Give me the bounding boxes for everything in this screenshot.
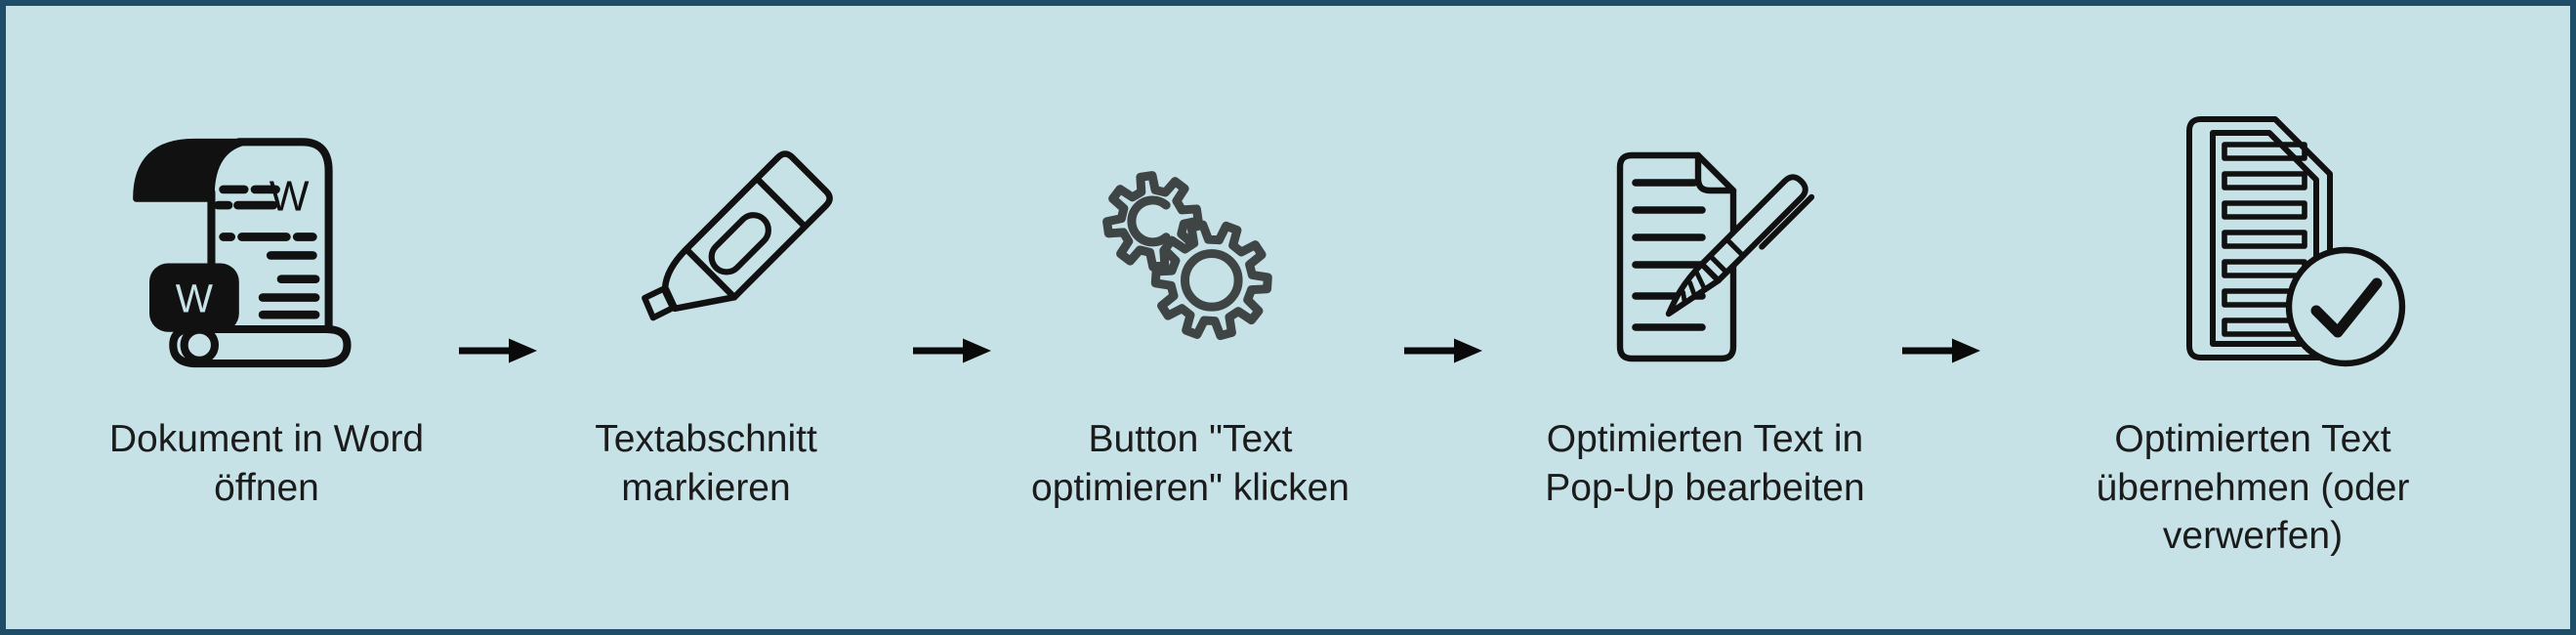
document-text-lines	[1632, 179, 1706, 331]
pen	[1665, 174, 1815, 318]
step-3-label: Button "Text optimieren" klicken	[1031, 418, 1350, 509]
step-1-label: Dokument in Word öffnen	[108, 418, 425, 509]
word-document-icon: W W	[133, 138, 352, 368]
document-text-bars	[2222, 142, 2307, 337]
step-2-label: Textabschnitt markieren	[595, 418, 817, 509]
word-letter-on-badge: W	[176, 275, 214, 320]
highlighter-icon	[642, 150, 833, 321]
scroll-top-curl	[133, 138, 248, 202]
step-4-label: Optimierten Text in Pop-Up bearbeiten	[1545, 418, 1865, 509]
arrow-right-icon	[1902, 338, 1980, 363]
arrow-right-icon	[459, 338, 537, 363]
document-pen-icon	[1616, 151, 1815, 362]
document-checkmark-icon	[2186, 116, 2406, 367]
checkmark	[2310, 277, 2383, 338]
pen-clip	[1759, 193, 1815, 250]
word-letter-on-page: W	[270, 174, 310, 221]
gears-icon	[1102, 171, 1272, 341]
arrow-right-icon	[1404, 338, 1482, 363]
arrow-right-icon	[913, 338, 991, 363]
step-5-label: Optimierten Text übernehmen (oder verwer…	[2096, 418, 2410, 558]
word-badge	[149, 263, 239, 332]
document-text-lines	[213, 185, 320, 319]
check-circle	[2285, 246, 2406, 367]
